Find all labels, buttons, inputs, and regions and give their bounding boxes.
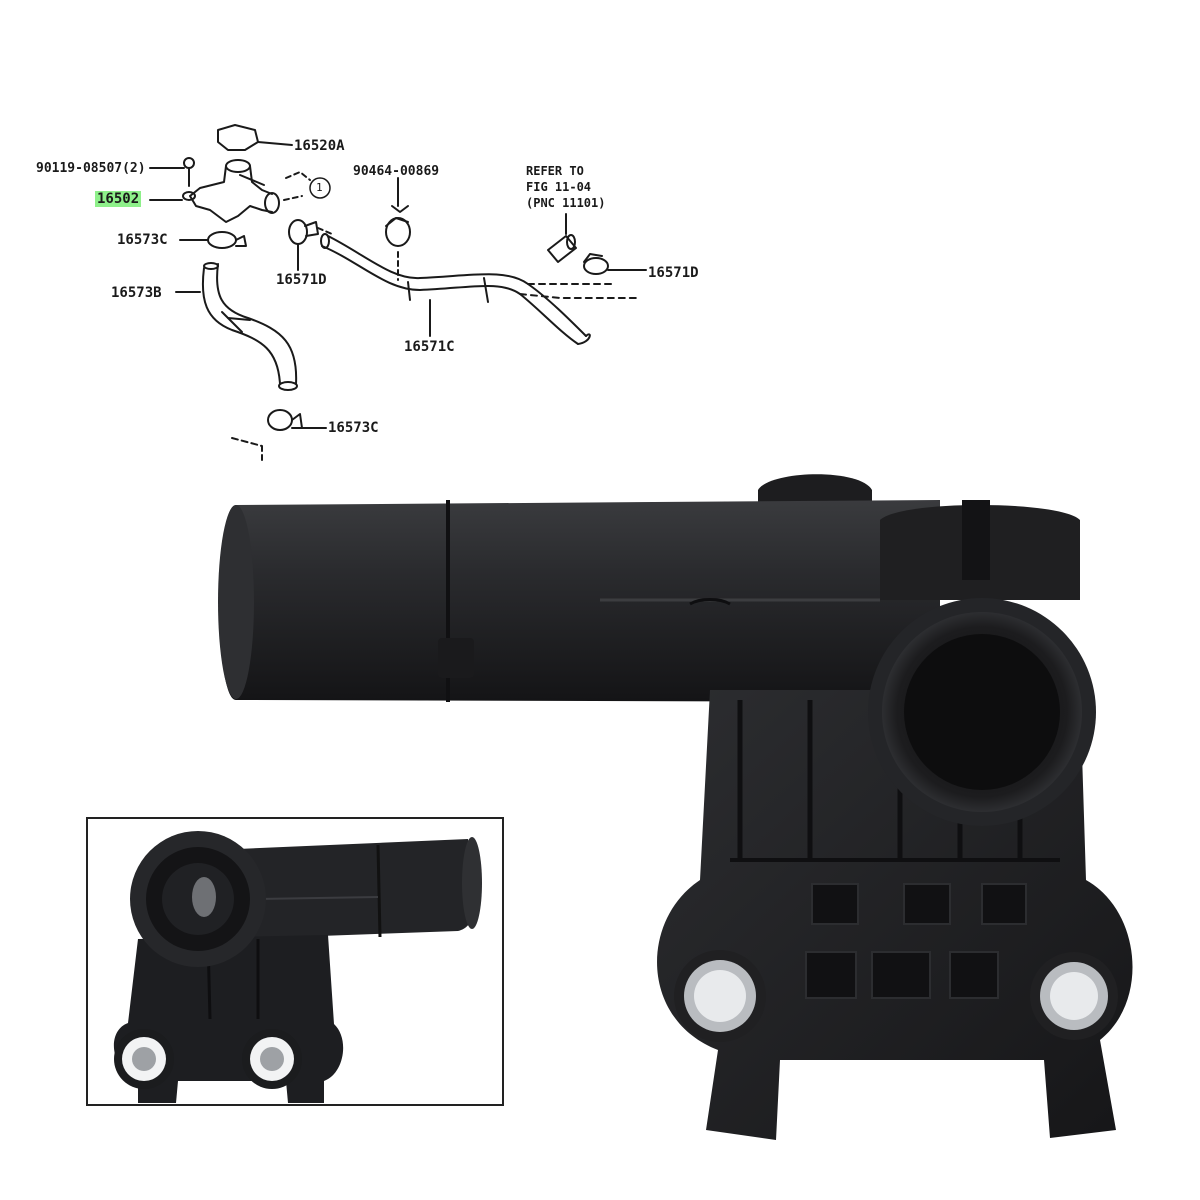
top-spout — [758, 474, 872, 505]
callout-circle — [309, 177, 331, 199]
clamp-part-90464 — [385, 177, 411, 281]
clamp-part-16573c-bottom — [231, 409, 327, 461]
clamp-part-16571d-right — [583, 253, 647, 275]
label-16573c-bottom: 16573C — [328, 420, 379, 436]
label-16573b: 16573B — [111, 285, 162, 301]
clamp-part-16573c-top — [179, 231, 247, 249]
refer-line-3: (PNC 11101) — [526, 196, 606, 210]
inset-product-photo — [113, 831, 482, 1103]
highlight-marker: 16502 — [95, 191, 142, 207]
hose-part-16573b — [175, 262, 298, 391]
label-16573c-top: 16573C — [117, 232, 168, 248]
label-16571d-left: 16571D — [276, 272, 327, 288]
refer-note: REFER TO FIG 11-04 (PNC 11101) — [526, 163, 605, 211]
label-16502-highlighted: 16502 — [95, 191, 142, 207]
label-16571c: 16571C — [404, 339, 455, 355]
inset-photo-frame — [86, 817, 504, 1106]
outlet-port — [868, 500, 1096, 826]
bolt-part-90119 — [149, 157, 195, 187]
refer-line-1: REFER TO — [526, 164, 584, 178]
housing-part-16502 — [149, 159, 311, 223]
mounting-holes — [674, 950, 1118, 1042]
hose-part-16571c — [320, 233, 639, 345]
cap-part-16520a — [217, 124, 293, 151]
bracket-recesses — [805, 883, 1027, 999]
refer-line-2: FIG 11-04 — [526, 180, 592, 194]
pipe-stub-part — [547, 213, 577, 263]
label-16520a: 16520A — [294, 138, 345, 154]
parts-diagram — [149, 124, 647, 461]
inlet-pipe — [218, 500, 940, 702]
label-90119-08507: 90119-08507(2) — [36, 161, 146, 176]
clamp-part-16571d-left — [288, 219, 333, 271]
label-16571d-right: 16571D — [648, 265, 699, 281]
callout-number: 1 — [316, 181, 323, 194]
label-90464-00869: 90464-00869 — [353, 164, 440, 179]
